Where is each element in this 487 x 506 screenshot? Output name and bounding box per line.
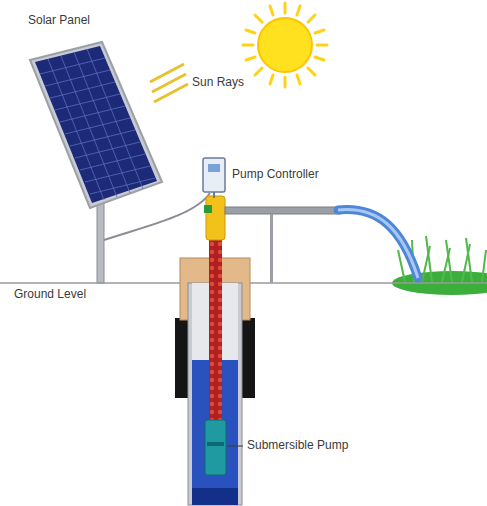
pump-controller xyxy=(203,158,225,198)
part-label: Submersible Pump xyxy=(247,439,348,453)
leader-line xyxy=(227,446,243,447)
water-highlight xyxy=(338,210,418,278)
water-stream xyxy=(338,210,418,278)
part-label: Solar Panel xyxy=(28,14,90,28)
part-label: Pump Controller xyxy=(232,168,319,182)
sun-rays xyxy=(150,64,188,102)
part-label: Ground Level xyxy=(14,288,86,302)
part-label: Sun Rays xyxy=(192,76,244,90)
solar-panel xyxy=(30,42,162,208)
power-wire xyxy=(104,193,210,240)
sun xyxy=(243,3,327,87)
pump-pipe xyxy=(204,196,340,475)
